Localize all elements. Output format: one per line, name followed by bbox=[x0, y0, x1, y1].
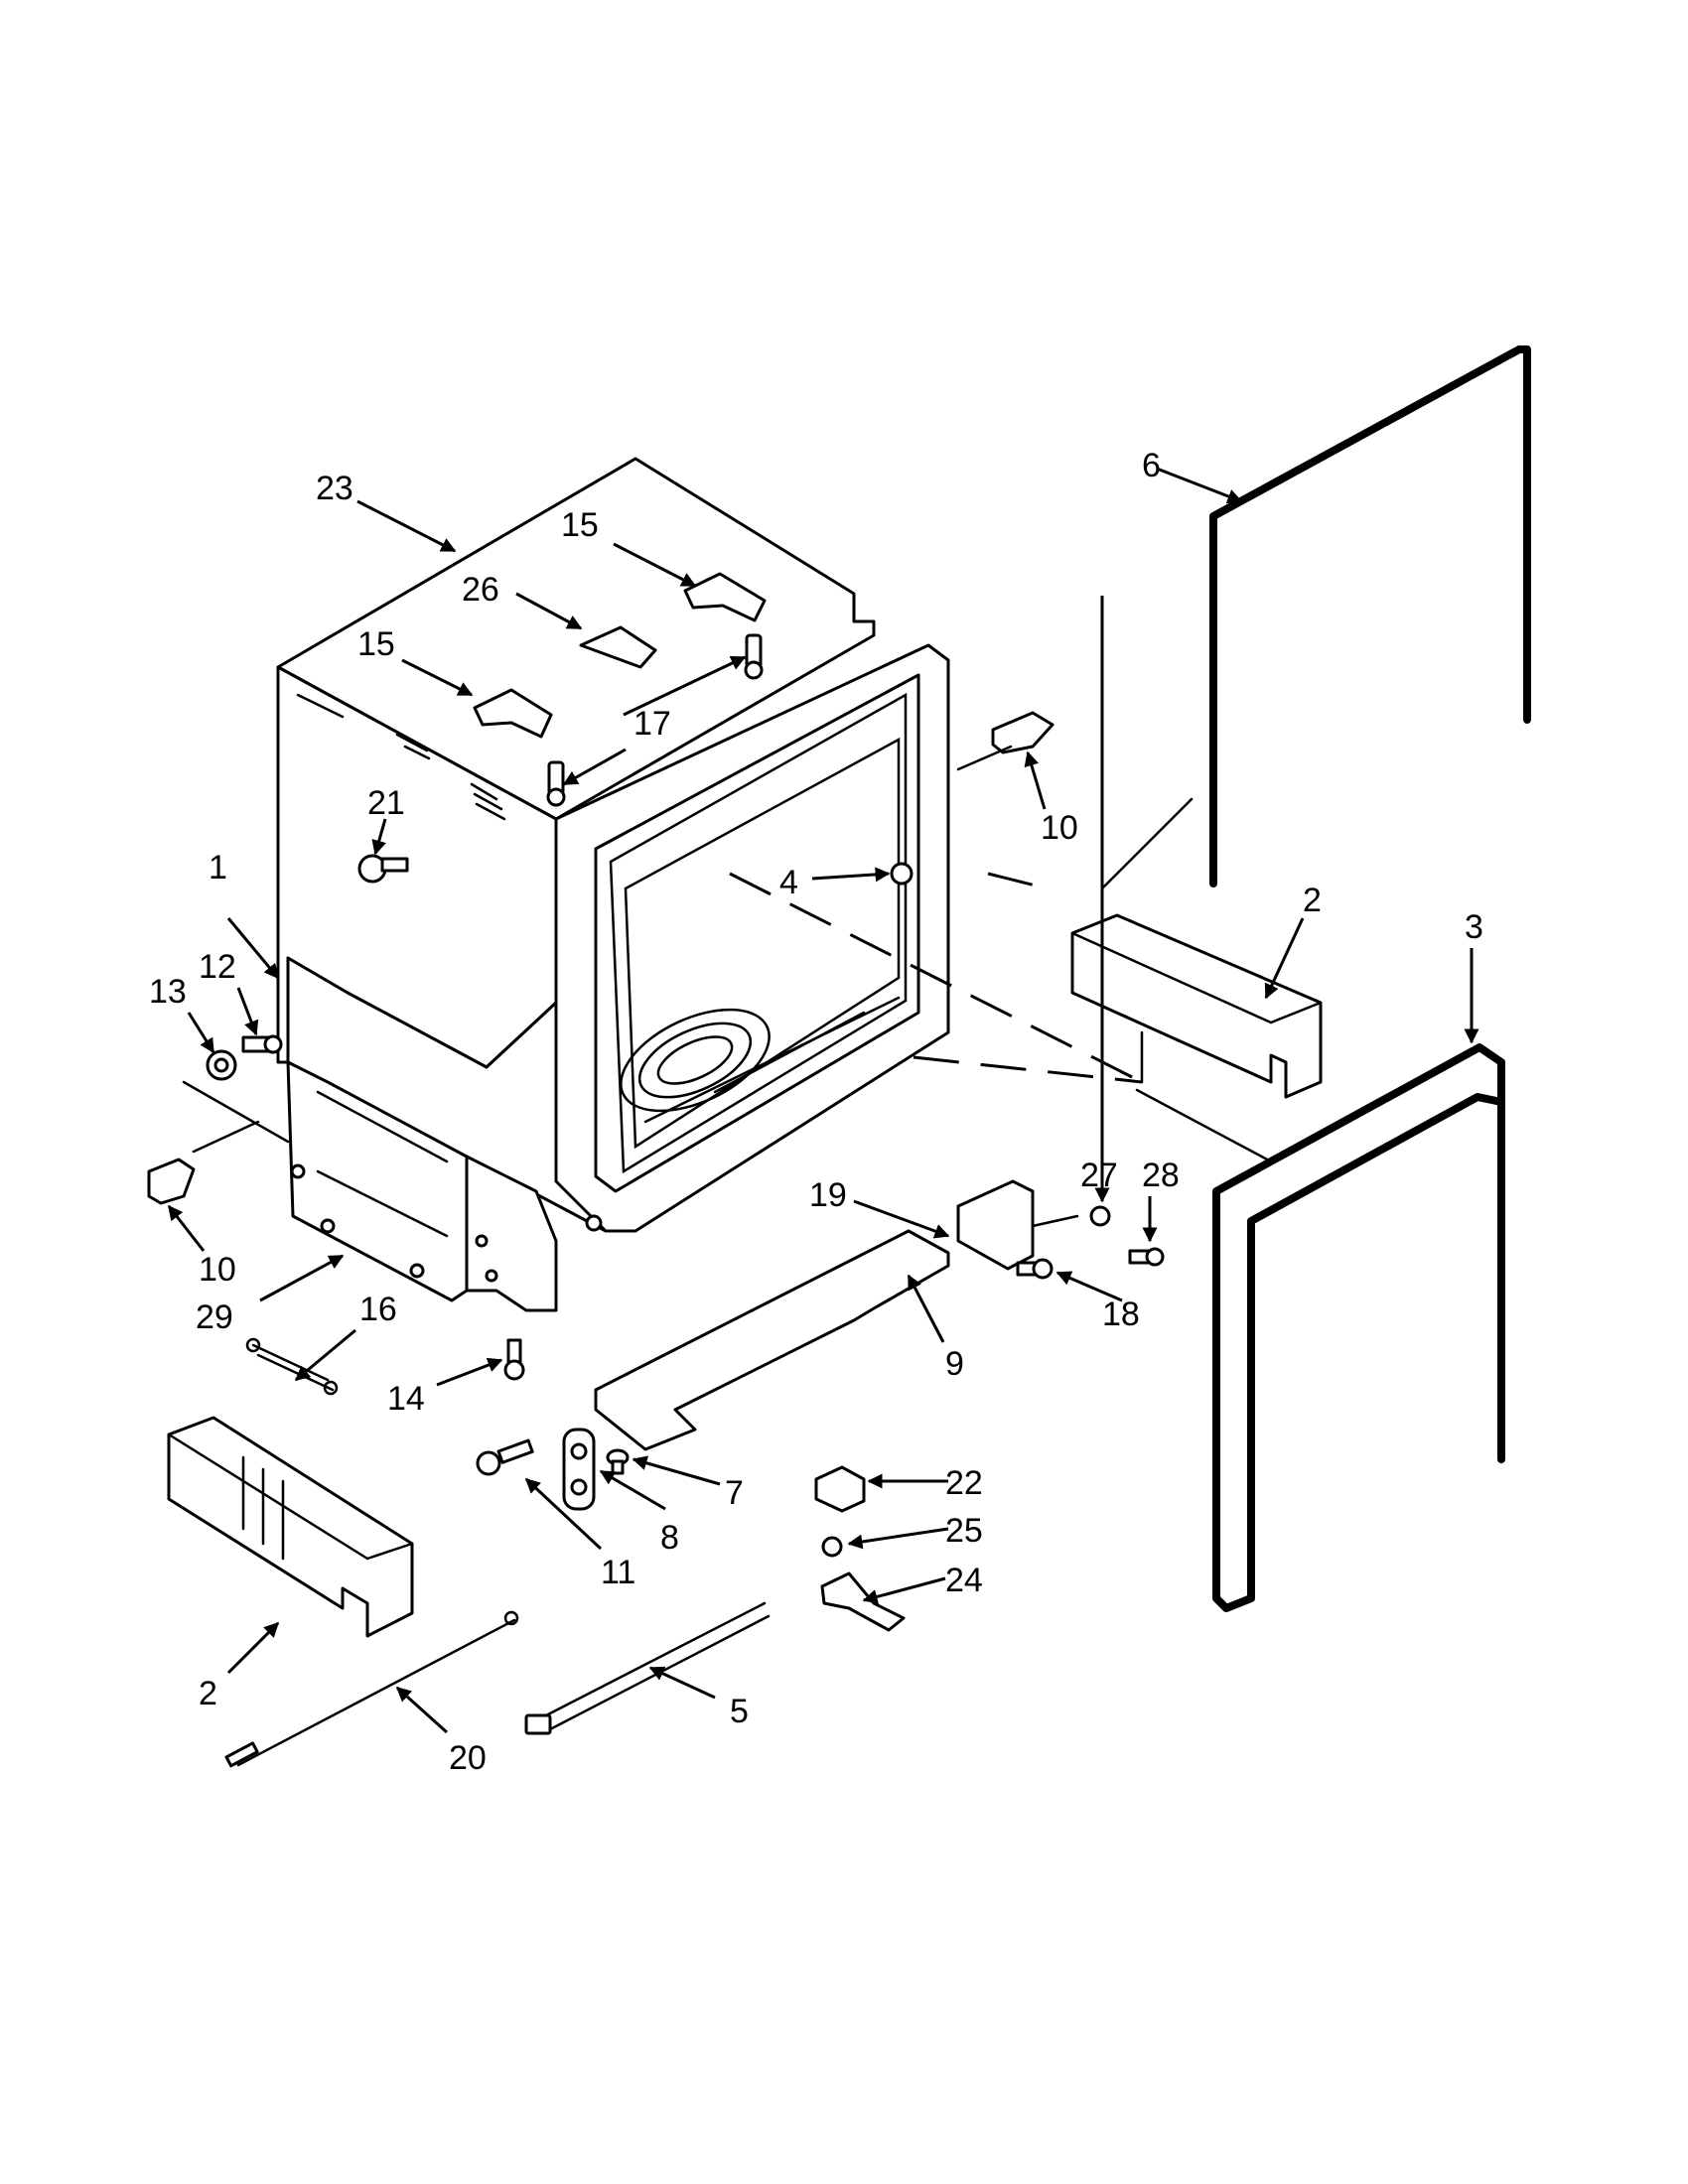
callout-18: 18 bbox=[1102, 1296, 1140, 1333]
callout-11: 11 bbox=[601, 1554, 635, 1591]
callout-10-right: 10 bbox=[1041, 809, 1078, 847]
callout-29: 29 bbox=[196, 1298, 233, 1336]
callout-28: 28 bbox=[1142, 1157, 1180, 1194]
door-gasket-bottom bbox=[1212, 1043, 1505, 1612]
part-8-roller bbox=[562, 1428, 596, 1511]
part-11-bolt bbox=[476, 1438, 534, 1476]
insulation-block-left bbox=[167, 1416, 414, 1638]
part-17-screw-b bbox=[546, 760, 566, 807]
callout-8: 8 bbox=[660, 1519, 679, 1557]
callout-20: 20 bbox=[449, 1739, 487, 1777]
part-10-bumper-left bbox=[147, 1158, 196, 1205]
leader-arrows bbox=[167, 467, 1479, 1734]
door-gasket-top bbox=[1209, 345, 1531, 887]
insulation-block-right bbox=[1070, 913, 1323, 1099]
part-13-nut bbox=[206, 1049, 237, 1081]
callout-labels: 23 15 26 15 17 21 1 12 13 10 29 16 14 6 … bbox=[149, 447, 1483, 1777]
callout-15-upper: 15 bbox=[561, 506, 599, 544]
part-15-hinge-a bbox=[683, 572, 767, 622]
part-16-spring bbox=[245, 1337, 339, 1396]
callout-2-left: 2 bbox=[199, 1675, 217, 1712]
callout-15-lower: 15 bbox=[357, 625, 395, 663]
part-25-grommet bbox=[821, 1536, 843, 1558]
part-20-thermistor bbox=[224, 1610, 519, 1768]
callout-1: 1 bbox=[209, 849, 227, 887]
callout-4: 4 bbox=[779, 864, 798, 901]
callout-14: 14 bbox=[387, 1380, 425, 1418]
callout-21: 21 bbox=[367, 784, 405, 822]
part-19-bracket bbox=[956, 1179, 1035, 1271]
callout-10-left: 10 bbox=[199, 1251, 236, 1289]
part-12-bolt bbox=[241, 1034, 283, 1054]
callout-13: 13 bbox=[149, 973, 187, 1011]
part-10-bumper-right bbox=[991, 711, 1055, 754]
callout-25: 25 bbox=[945, 1512, 983, 1550]
callout-23: 23 bbox=[316, 470, 353, 507]
callout-16: 16 bbox=[359, 1291, 397, 1328]
part-9-shield bbox=[594, 1229, 950, 1451]
callout-24: 24 bbox=[945, 1562, 983, 1599]
part-4-plug bbox=[890, 862, 914, 886]
callout-26: 26 bbox=[462, 571, 499, 609]
part-22-clip bbox=[814, 1465, 866, 1513]
part-18-screw bbox=[1016, 1258, 1054, 1280]
callout-22: 22 bbox=[945, 1464, 983, 1502]
part-14-screw bbox=[503, 1338, 525, 1381]
part-24-sensor-bracket bbox=[820, 1571, 906, 1632]
alignment-lines bbox=[182, 745, 1273, 1228]
callout-27: 27 bbox=[1080, 1157, 1118, 1194]
callout-9: 9 bbox=[945, 1345, 964, 1383]
callout-17: 17 bbox=[633, 705, 671, 743]
part-15-hinge-b bbox=[473, 688, 553, 739]
part-26-clip bbox=[579, 625, 657, 669]
callout-12: 12 bbox=[199, 948, 236, 986]
part-7-plug bbox=[606, 1448, 630, 1475]
callout-19: 19 bbox=[809, 1176, 847, 1214]
callout-7: 7 bbox=[725, 1474, 744, 1512]
part-27-washer bbox=[1089, 1205, 1111, 1227]
part-21-fastener bbox=[357, 854, 409, 884]
callout-5: 5 bbox=[730, 1693, 749, 1730]
tub-assembly bbox=[276, 457, 950, 1312]
callout-3: 3 bbox=[1465, 908, 1483, 946]
callout-2-right: 2 bbox=[1303, 882, 1322, 919]
part-28-screw bbox=[1128, 1247, 1165, 1267]
part-17-screw-a bbox=[744, 633, 764, 680]
callout-6: 6 bbox=[1142, 447, 1161, 484]
